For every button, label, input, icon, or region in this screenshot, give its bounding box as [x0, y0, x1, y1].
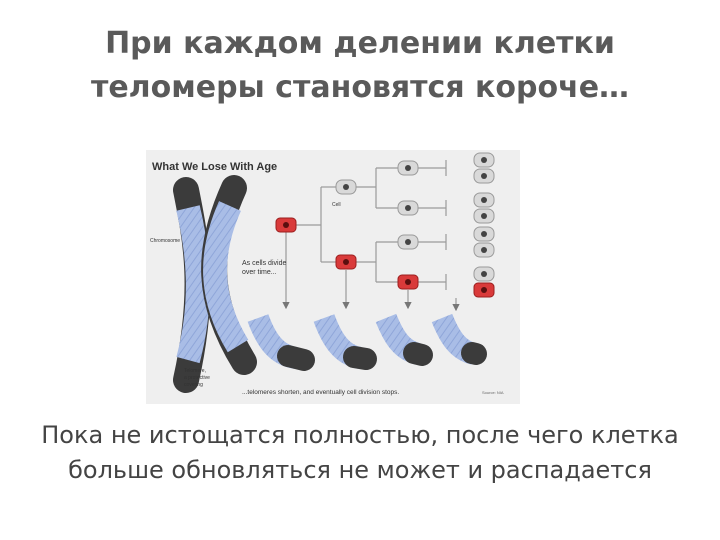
- chromosome: [173, 175, 257, 393]
- figure-heading: What We Lose With Age: [152, 161, 277, 173]
- figure-caption: ...telomeres shorten, and eventually cel…: [242, 389, 399, 396]
- label-telomere-3: covering: [184, 382, 203, 388]
- label-cell: Cell: [332, 202, 341, 208]
- shortening-chromosomes: [247, 313, 487, 371]
- telomere-figure: What We Lose With Age Chromosome Telomer…: [146, 150, 520, 404]
- telomere-diagram: What We Lose With Age Chromosome Telomer…: [150, 152, 504, 396]
- title-line-2: теломеры становятся короче…: [90, 70, 630, 105]
- slide-body: Пока не истощатся полностью, после чего …: [0, 418, 720, 488]
- body-line-2: больше обновляться не может и распадаетс…: [68, 456, 652, 484]
- title-line-1: При каждом делении клетки: [105, 26, 615, 61]
- label-divide-2: over time...: [242, 269, 277, 276]
- figure-source: Source: NIA: [482, 390, 504, 395]
- slide-title: При каждом делении клетки теломеры стано…: [0, 22, 720, 110]
- label-chromosome: Chromosome: [150, 238, 180, 244]
- cell-tree: [282, 160, 460, 312]
- label-telomere-1: Telomere,: [184, 368, 206, 374]
- label-telomere-2: a protective: [184, 375, 210, 381]
- label-divide-1: As cells divide: [242, 260, 286, 267]
- body-line-1: Пока не истощатся полностью, после чего …: [41, 421, 679, 449]
